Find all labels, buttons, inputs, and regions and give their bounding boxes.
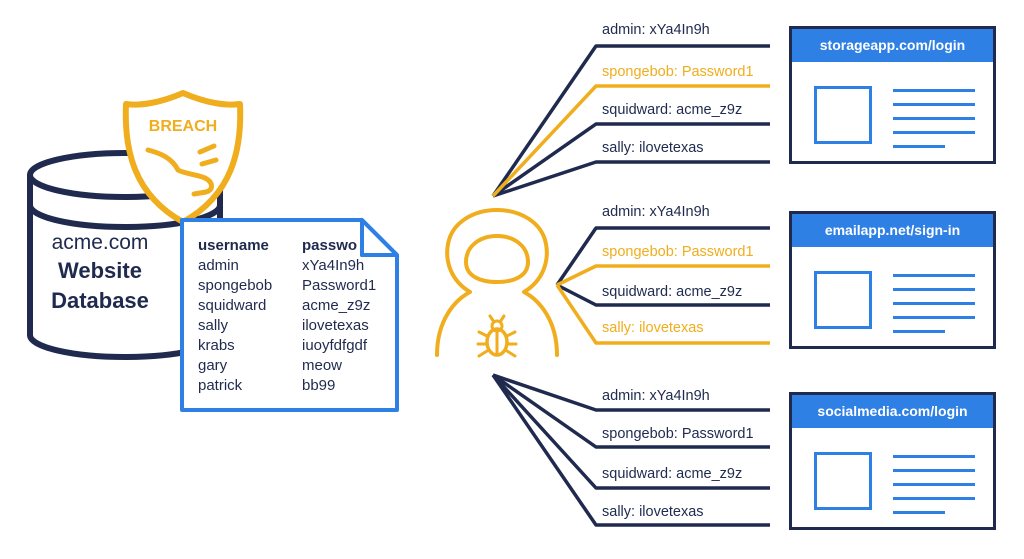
browser-window-icon: storageapp.com/login	[789, 26, 996, 164]
password-cell: meow	[302, 357, 343, 374]
image-placeholder-icon	[814, 86, 872, 144]
credential-connector-line	[491, 122, 770, 198]
text-line	[893, 316, 975, 319]
bug-icon	[476, 314, 518, 358]
text-line	[893, 103, 975, 106]
text-line	[893, 330, 945, 333]
username-cell: gary	[198, 357, 228, 374]
credential-connector-line	[491, 374, 770, 527]
credential-label: spongebob: Password1	[602, 426, 754, 442]
password-cell: iuoyfdfgdf	[302, 337, 368, 354]
credential-label: admin: xYa4In9h	[602, 204, 710, 220]
credential-label: spongebob: Password1	[602, 64, 754, 80]
database-title-line-1: Website	[58, 258, 142, 283]
credential-label: squidward: acme_z9z	[602, 284, 743, 300]
browser-window-icon: socialmedia.com/login	[789, 392, 996, 530]
hacker-icon	[435, 208, 559, 357]
credential-connector-line	[491, 44, 770, 197]
username-column: username admin spongebob squidward sally…	[198, 236, 272, 396]
credential-connector-line	[491, 84, 770, 198]
breach-label: BREACH	[148, 118, 218, 135]
username-cell: patrick	[198, 377, 243, 394]
credential-fan-lines	[491, 44, 770, 527]
username-cell: squidward	[198, 297, 267, 314]
text-line	[893, 117, 975, 120]
password-cell: xYa4In9h	[302, 257, 365, 274]
image-placeholder-icon	[814, 271, 872, 329]
credential-connector-line	[555, 284, 770, 345]
password-cell: bb99	[302, 377, 336, 394]
credential-connector-line	[491, 373, 770, 490]
username-header: username	[198, 237, 269, 254]
text-line	[893, 274, 975, 277]
site-url: storageapp.com/login	[792, 29, 993, 62]
breach-shield-icon	[122, 90, 244, 225]
credential-connector-line	[555, 226, 770, 286]
credential-label: sally: ilovetexas	[602, 320, 704, 336]
credential-label: sally: ilovetexas	[602, 140, 704, 156]
text-line	[893, 511, 945, 514]
credential-label: spongebob: Password1	[602, 244, 754, 260]
password-cell: ilovetexas	[302, 317, 369, 334]
credential-label: sally: ilovetexas	[602, 504, 704, 520]
credential-connector-line	[556, 283, 770, 307]
text-line	[893, 89, 975, 92]
credential-connector-line	[491, 373, 770, 449]
credential-connector-line	[556, 264, 770, 287]
username-cell: admin	[198, 257, 239, 274]
text-line	[893, 469, 975, 472]
database-title-line-2: Database	[51, 288, 149, 313]
database-domain-label: acme.com	[51, 231, 149, 254]
credential-connector-line	[492, 373, 770, 412]
username-cell: sally	[198, 317, 229, 334]
password-header: passwo	[302, 237, 358, 254]
text-line	[893, 497, 975, 500]
text-line	[893, 145, 945, 148]
site-url: socialmedia.com/login	[792, 395, 993, 428]
text-line	[893, 455, 975, 458]
credential-label: admin: xYa4In9h	[602, 388, 710, 404]
password-cell: Password1	[302, 277, 377, 294]
site-url: emailapp.net/sign-in	[792, 214, 993, 247]
credential-label: squidward: acme_z9z	[602, 102, 743, 118]
credential-connector-line	[492, 160, 770, 198]
text-line	[893, 131, 975, 134]
credential-label: admin: xYa4In9h	[602, 22, 710, 38]
password-column: passwo xYa4In9h Password1 acme_z9z ilove…	[302, 236, 376, 396]
username-cell: krabs	[198, 337, 235, 354]
credential-label: squidward: acme_z9z	[602, 466, 743, 482]
text-line	[893, 288, 975, 291]
text-line	[893, 483, 975, 486]
text-line	[893, 302, 975, 305]
password-cell: acme_z9z	[302, 297, 371, 314]
image-placeholder-icon	[814, 452, 872, 510]
username-cell: spongebob	[198, 277, 273, 294]
browser-window-icon: emailapp.net/sign-in	[789, 211, 996, 349]
